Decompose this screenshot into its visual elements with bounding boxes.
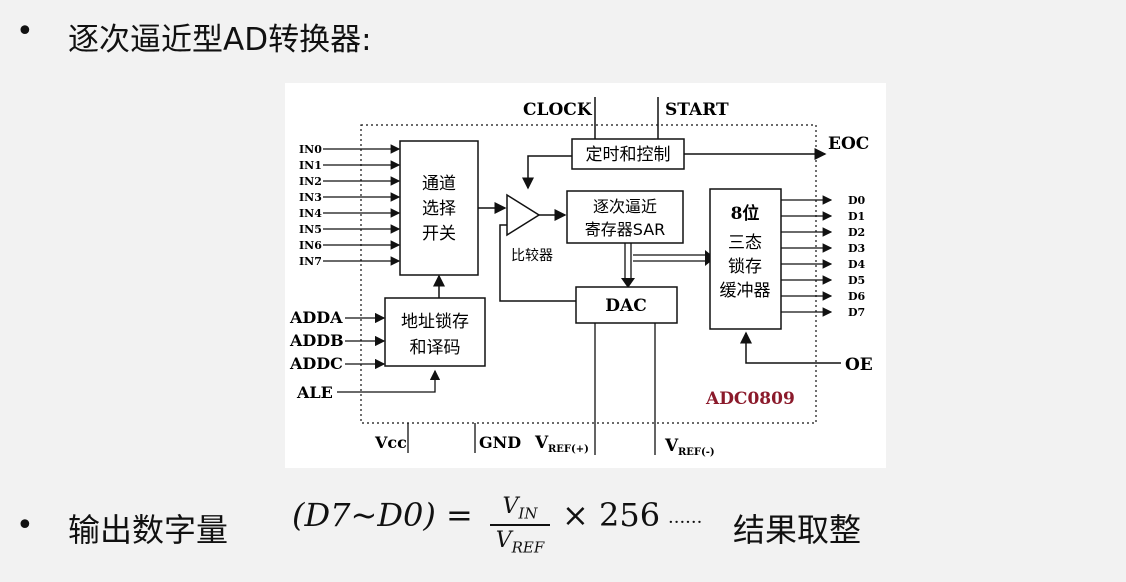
- vref-plus-subscript: REF(+): [548, 444, 589, 455]
- sar-label-2: 寄存器SAR: [585, 220, 666, 239]
- output-label: D6: [848, 290, 866, 303]
- oe-line: [740, 331, 841, 364]
- output-label: D1: [848, 210, 865, 223]
- timing-control-label: 定时和控制: [586, 145, 671, 165]
- analog-inputs: IN0 IN1 IN2 IN3 IN4 IN5 IN6 IN7: [299, 143, 401, 268]
- input-label: IN5: [299, 223, 322, 236]
- addr-label-2: 和译码: [410, 338, 461, 358]
- vref-plus-label: V: [534, 433, 549, 453]
- adda-label: ADDA: [289, 308, 343, 327]
- oe-label: OE: [845, 355, 873, 375]
- input-label: IN3: [299, 191, 322, 204]
- input-label: IN7: [299, 255, 322, 268]
- bullet-marker: •: [16, 14, 34, 49]
- ale-line: [337, 369, 441, 393]
- mux-label-1: 通道: [422, 174, 456, 194]
- fraction-bar: [490, 524, 550, 527]
- output-label: D4: [848, 258, 866, 271]
- addc-label: ADDC: [289, 354, 343, 373]
- gnd-label: GND: [479, 433, 521, 452]
- dac-feedback-line: [499, 224, 576, 302]
- mux-block: [399, 140, 479, 276]
- digital-outputs: D0 D1 D2 D3 D4 D5 D6 D7: [781, 194, 866, 319]
- output-label: D3: [848, 242, 865, 255]
- output-label: D7: [848, 306, 865, 319]
- ale-label: ALE: [296, 383, 333, 402]
- eoc-label: EOC: [828, 134, 869, 154]
- latch-label-1: 8位: [731, 203, 760, 224]
- adc0809-block-diagram: CLOCK START 定时和控制 EOC 通道 选择 开关 IN0 IN1 I…: [285, 83, 886, 468]
- sar-block: [566, 190, 684, 244]
- result-note: 结果取整: [733, 511, 862, 549]
- formula-fraction: VIN VREF: [490, 494, 550, 557]
- comparator-label: 比较器: [511, 248, 553, 264]
- input-label: IN0: [299, 143, 322, 156]
- dac-block: [575, 286, 678, 324]
- address-latch-block: [384, 297, 486, 367]
- dac-label: DAC: [605, 296, 646, 316]
- start-label: START: [665, 100, 729, 120]
- input-label: IN6: [299, 239, 322, 252]
- formula-lhs: (D7~D0) =: [292, 496, 473, 534]
- vcc-label: Vcc: [374, 433, 407, 452]
- output-label-text: 输出数字量: [68, 511, 229, 549]
- vref-minus-label: V: [664, 436, 679, 456]
- adc0809-diagram-svg: CLOCK START 定时和控制 EOC 通道 选择 开关 IN0 IN1 I…: [289, 97, 873, 458]
- input-label: IN4: [299, 207, 322, 220]
- output-latch-block: [709, 188, 782, 330]
- mux-label-2: 选择: [422, 199, 456, 219]
- slide-title: 逐次逼近型AD转换器:: [68, 22, 372, 58]
- output-label: D0: [848, 194, 866, 207]
- latch-label-3: 锁存: [728, 257, 762, 277]
- addb-label: ADDB: [289, 331, 344, 350]
- clock-label: CLOCK: [523, 100, 593, 120]
- chip-boundary: [360, 124, 817, 424]
- latch-label-2: 三态: [728, 233, 762, 253]
- fraction-denominator: VREF: [495, 528, 545, 557]
- comparator-symbol: [506, 193, 541, 237]
- fraction-numerator: VIN: [502, 494, 538, 523]
- formula-ellipsis: ······: [668, 512, 703, 533]
- timing-to-comparator-line: [522, 155, 572, 190]
- addr-label-1: 地址锁存: [401, 312, 469, 332]
- latch-label-4: 缓冲器: [720, 281, 771, 301]
- output-label: D5: [848, 274, 865, 287]
- output-label: D2: [848, 226, 865, 239]
- formula-rhs: × 256: [562, 496, 661, 534]
- chip-name-label: ADC0809: [705, 389, 795, 409]
- vref-minus-subscript: REF(-): [678, 447, 715, 458]
- input-label: IN2: [299, 175, 322, 188]
- mux-label-3: 开关: [422, 224, 456, 244]
- bullet-marker: •: [16, 508, 34, 543]
- sar-label-1: 逐次逼近: [593, 197, 657, 216]
- input-label: IN1: [299, 159, 322, 172]
